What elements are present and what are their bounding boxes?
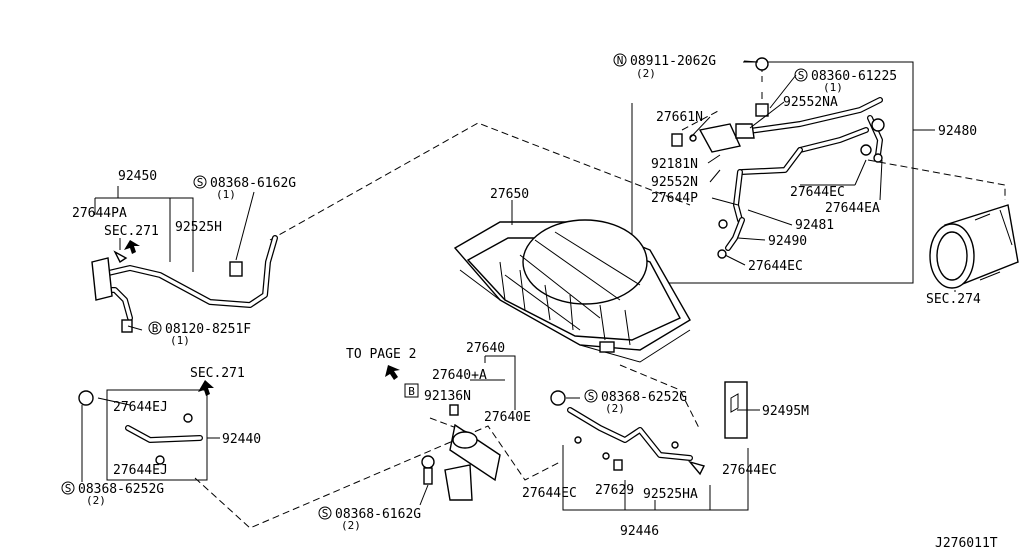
- label-92446: 92446: [620, 524, 659, 539]
- label-08911-qty: (2): [636, 67, 656, 80]
- label-27644ec-a: 27644EC: [790, 185, 845, 200]
- label-27644pa: 27644PA: [72, 206, 127, 221]
- label-08368-a: 08368-6162G: [210, 176, 296, 191]
- label-08368-b-qty: (2): [86, 494, 106, 507]
- marker-b: B: [148, 321, 162, 335]
- label-08368-d-qty: (2): [605, 402, 625, 415]
- hose-92446: [550, 390, 706, 476]
- label-sec271-b: SEC.271: [190, 366, 245, 381]
- svg-text:B: B: [152, 322, 159, 335]
- page-ref-box[interactable]: B: [404, 383, 419, 398]
- pipe-92440: [78, 390, 203, 465]
- arrow-sec271-bottom: [198, 380, 214, 396]
- frame-27640: [470, 355, 516, 410]
- label-27640e: 27640E: [484, 410, 531, 425]
- label-27640a: 27640+A: [432, 368, 487, 383]
- frame-92480: [631, 61, 914, 284]
- label-92552na: 92552NA: [783, 95, 838, 110]
- dash-line-comp: [867, 159, 1006, 200]
- svg-text:S: S: [65, 482, 72, 495]
- label-27650: 27650: [490, 187, 529, 202]
- label-27661n: 27661N: [656, 110, 703, 125]
- marker-s-4: S: [318, 506, 332, 520]
- marker-s-5: S: [584, 389, 598, 403]
- label-to-page[interactable]: TO PAGE 2: [346, 347, 416, 362]
- label-27644p: 27644P: [651, 191, 698, 206]
- label-92481: 92481: [795, 218, 834, 233]
- svg-text:S: S: [588, 390, 595, 403]
- label-27644ec-b: 27644EC: [748, 259, 803, 274]
- frame-92446: [562, 445, 749, 511]
- label-27644ej-b: 27644EJ: [113, 463, 168, 478]
- marker-s-3: S: [61, 481, 75, 495]
- label-92495m: 92495M: [762, 404, 809, 419]
- label-08360-qty: (1): [823, 81, 843, 94]
- label-27644ea: 27644EA: [825, 201, 880, 216]
- marker-s-1: S: [794, 68, 808, 82]
- leader-lines: [81, 60, 956, 506]
- label-27644ej-a: 27644EJ: [113, 400, 168, 415]
- label-08368-a-qty: (1): [216, 188, 236, 201]
- compressor-sec274: [929, 204, 1019, 289]
- label-08120: 08120-8251F: [165, 322, 251, 337]
- label-92181n: 92181N: [651, 157, 698, 172]
- label-92495m: [724, 381, 748, 439]
- label-27644ec-c: 27644EC: [722, 463, 777, 478]
- marker-n: N: [613, 53, 627, 67]
- svg-text:S: S: [322, 507, 329, 520]
- label-08368-c-qty: (2): [341, 519, 361, 532]
- label-92136n: 92136N: [424, 389, 471, 404]
- dash-line-lower: [194, 425, 561, 529]
- label-08368-c: 08368-6162G: [335, 507, 421, 522]
- dash-line-main: [269, 122, 691, 241]
- label-92525ha: 92525HA: [643, 487, 698, 502]
- label-sec274: SEC.274: [926, 292, 981, 307]
- sensor-27640: [421, 404, 501, 501]
- label-08911: 08911-2062G: [630, 54, 716, 69]
- label-08368-b: 08368-6252G: [78, 482, 164, 497]
- label-08368-d: 08368-6252G: [601, 390, 687, 405]
- svg-text:S: S: [798, 69, 805, 82]
- dash-line-hose: [619, 364, 701, 431]
- fittings-92480: [671, 57, 885, 259]
- label-92490: 92490: [768, 234, 807, 249]
- label-sec271-a: SEC.271: [104, 224, 159, 239]
- label-92440: 92440: [222, 432, 261, 447]
- label-92552n: 92552N: [651, 175, 698, 190]
- frame-92450: [94, 197, 194, 272]
- arrow-sec271-top: [124, 240, 140, 254]
- svg-text:N: N: [617, 54, 624, 67]
- label-27629: 27629: [595, 483, 634, 498]
- pipe-92450: [91, 235, 278, 333]
- frame-92440: [106, 389, 208, 481]
- label-27640: 27640: [466, 341, 505, 356]
- label-92480: 92480: [938, 124, 977, 139]
- label-08120-qty: (1): [170, 334, 190, 347]
- label-92525h: 92525H: [175, 220, 222, 235]
- marker-s-2: S: [193, 175, 207, 189]
- label-27644ec-d: 27644EC: [522, 486, 577, 501]
- label-08360: 08360-61225: [811, 69, 897, 84]
- svg-text:S: S: [197, 176, 204, 189]
- svg-text:B: B: [408, 385, 415, 398]
- diagram-id: J276011T: [935, 536, 998, 551]
- condenser-27650: [453, 219, 691, 363]
- label-92450: 92450: [118, 169, 157, 184]
- arrow-to-page: [385, 365, 400, 380]
